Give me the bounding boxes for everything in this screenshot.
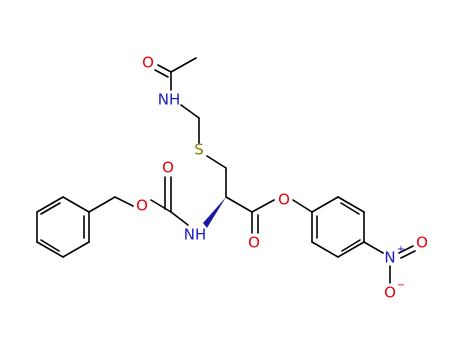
atom-n-nitro: N <box>384 249 395 267</box>
bond-ring-nitro-n <box>363 241 384 254</box>
atom-o-ester-ether: O <box>278 191 290 209</box>
bond-ester-o-aryl <box>292 199 313 213</box>
bond-acetyl-co-2 <box>154 69 169 78</box>
bond-nh-carbamate-c <box>170 211 189 226</box>
phenyl-ring <box>36 196 90 258</box>
atom-nh-carbamate: NH <box>184 226 207 244</box>
bond-alpha-ester-c <box>225 196 253 213</box>
bond-ester-c-o <box>251 199 275 213</box>
bond-carbamate-c-o <box>150 199 172 213</box>
atom-o-carbamate-carbonyl: O <box>162 159 174 177</box>
nitrophenyl-ring <box>311 196 365 258</box>
bond-nitro-n-o-top-2 <box>400 250 416 259</box>
bond-benzyl-ch2-ring <box>88 196 116 213</box>
atom-s-thioether: S <box>194 141 204 159</box>
atom-nh-acetamide: NH <box>158 91 181 109</box>
bond-nh-ch2 <box>180 104 200 119</box>
atom-o-acetyl: O <box>142 54 154 72</box>
charge-minus-nitro-o: − <box>397 280 405 291</box>
bond-o-benzyl-ch2 <box>114 196 134 207</box>
bond-s-ch2 <box>206 155 227 169</box>
atom-o-carbamate-ether: O <box>136 197 148 215</box>
atom-o-nitro-bottom: O <box>384 284 396 302</box>
atom-o-ester-carbonyl: O <box>248 234 260 252</box>
acetyl-group <box>154 57 197 91</box>
bond-nitro-n-o-top-1 <box>398 245 414 254</box>
atom-o-nitro-top: O <box>416 234 428 252</box>
bond-acetyl-co-1 <box>157 64 172 73</box>
charge-plus-nitro-n: + <box>397 244 405 255</box>
bond-acetyl-methyl <box>170 57 197 73</box>
stereo-wedge-bond <box>203 197 226 228</box>
